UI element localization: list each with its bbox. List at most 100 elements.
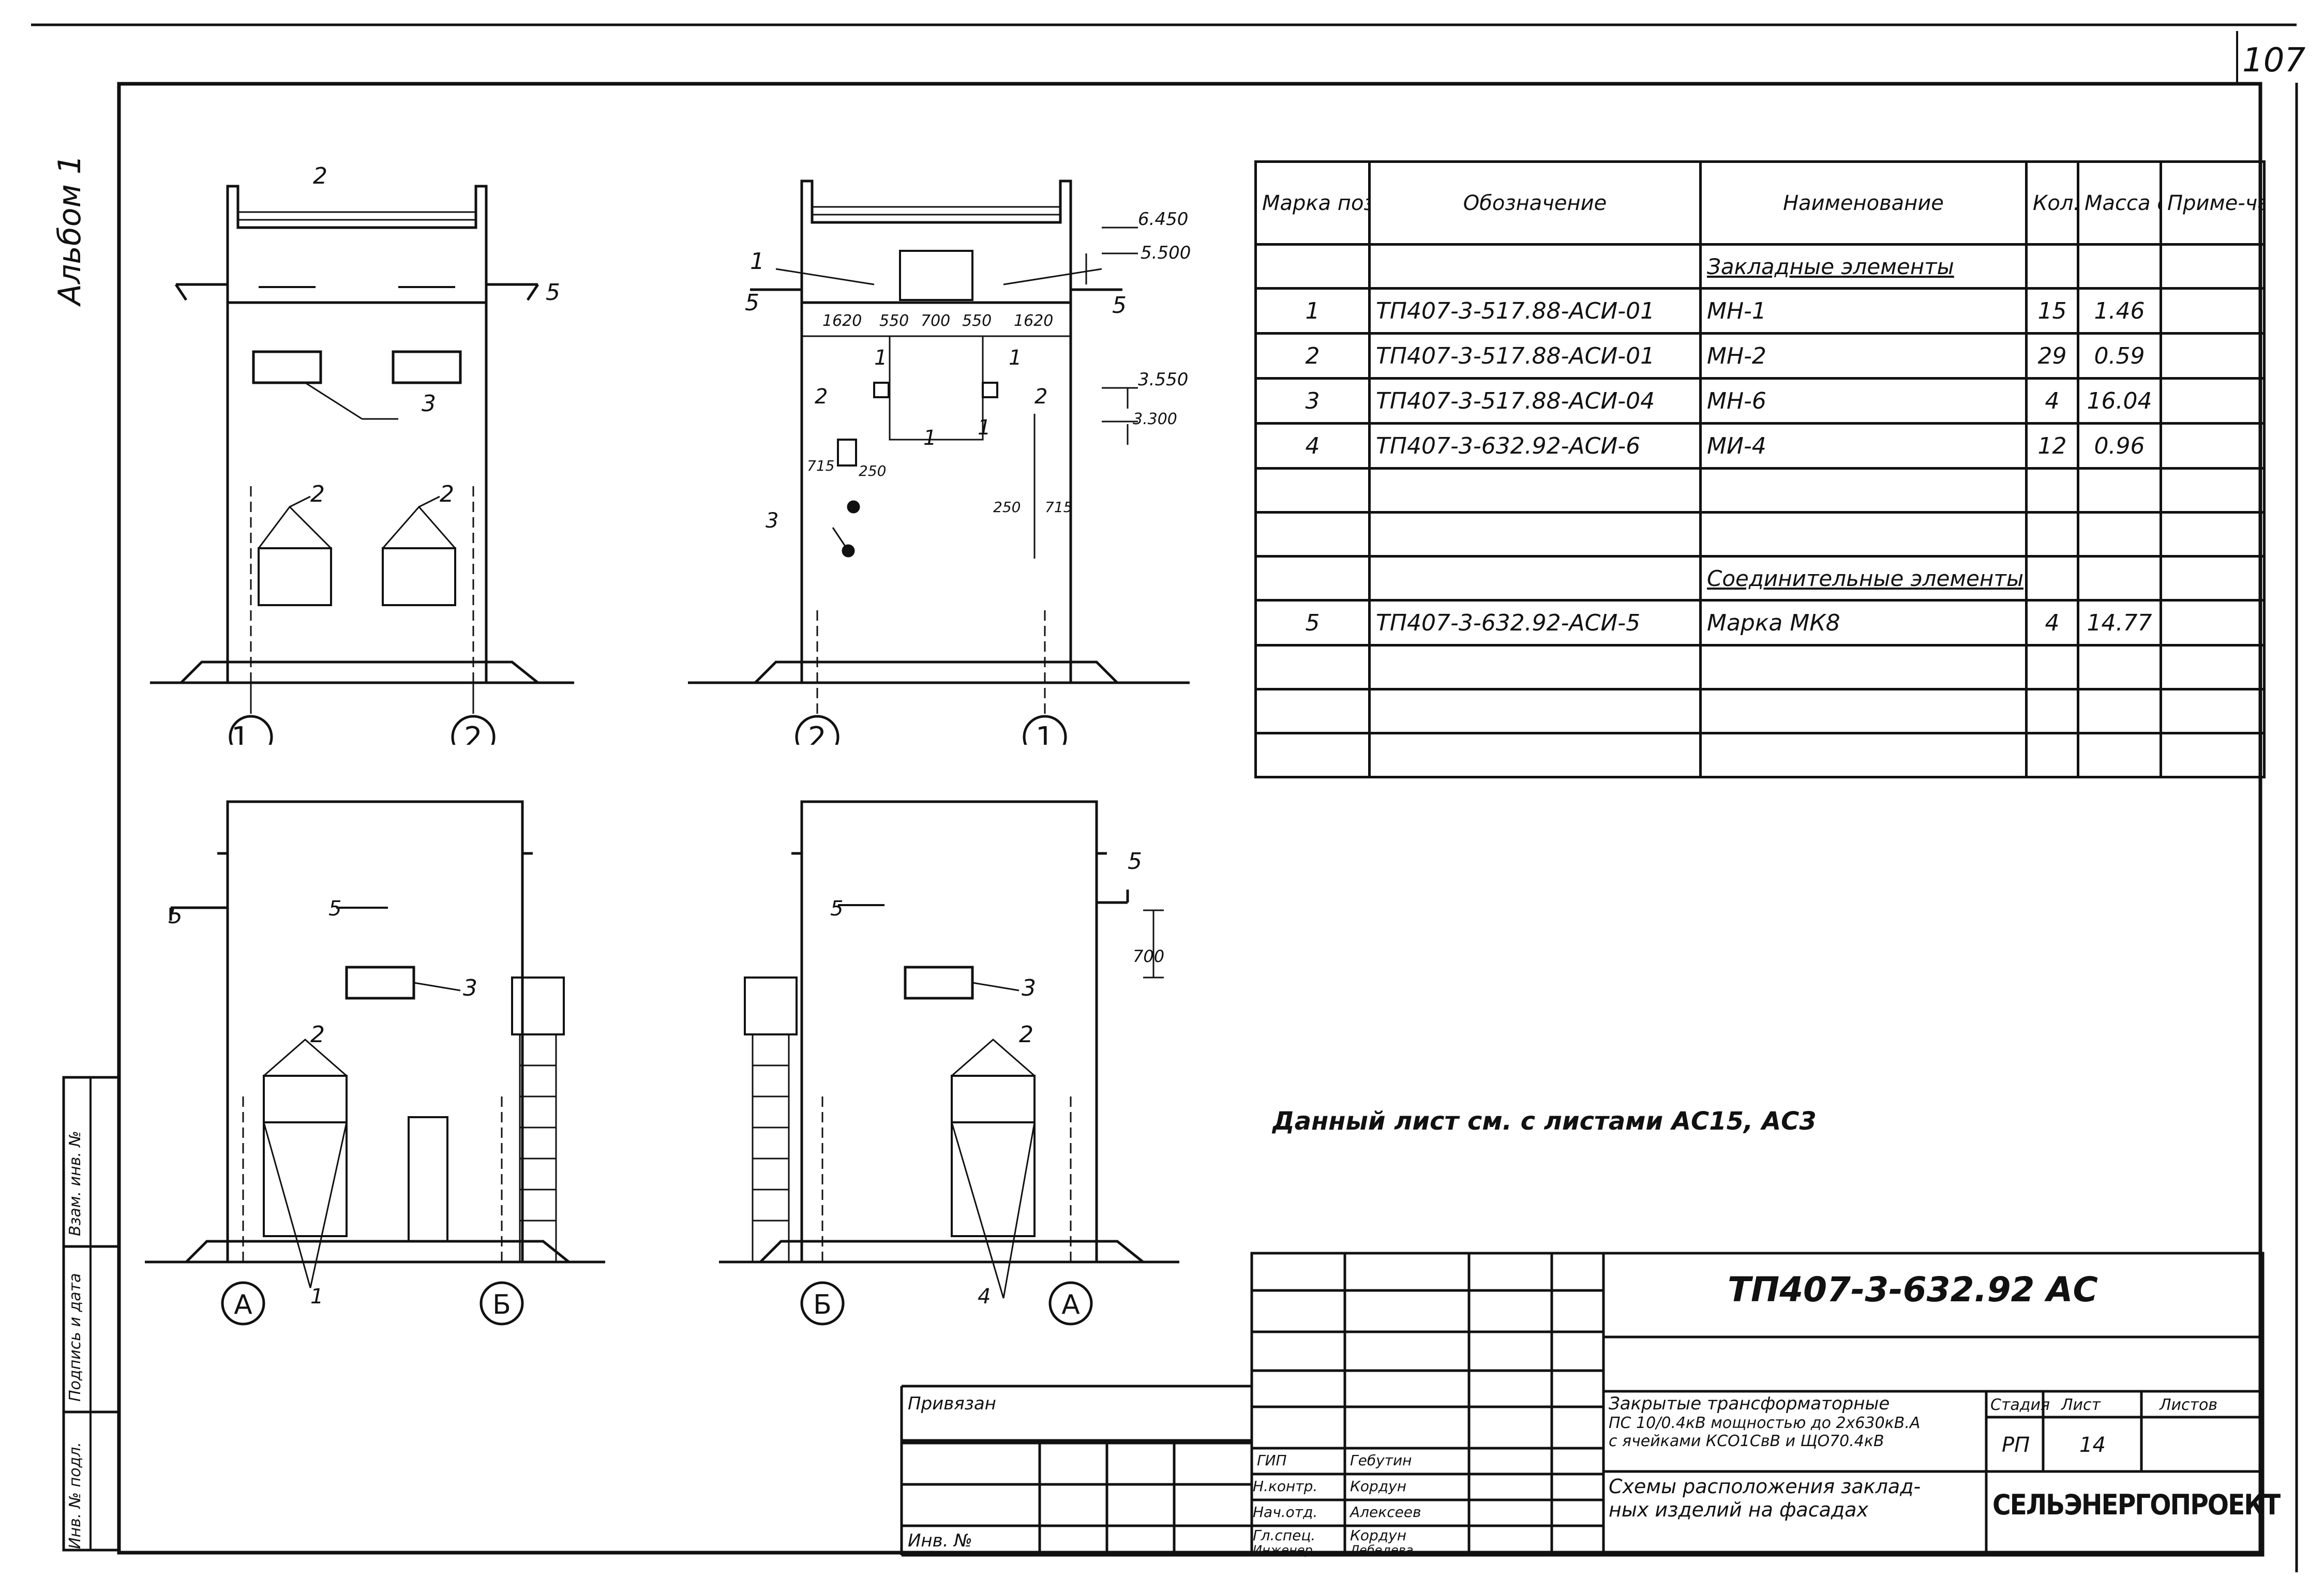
label-pos-1: 1 (310, 1285, 323, 1309)
group-title-connecting: Соединительные элементы (1699, 555, 2028, 602)
sheets-label: Листов (2160, 1396, 2218, 1414)
header-pos: Марка поз. (1254, 160, 1371, 246)
table-row: 3 ТП407-3-517.88-АСИ-04 МН-6 4 16.04 (1254, 377, 2266, 425)
role-nkontr: Н.контр. (1253, 1478, 1318, 1495)
axis-A: А (234, 1289, 252, 1320)
dim-700: 700 (921, 312, 950, 330)
cell-mass: 1.46 (2077, 287, 2162, 335)
dim-700: 700 (1133, 946, 1164, 966)
label-pos-5b: 5 (1112, 292, 1127, 319)
cell-name: МН-6 (1699, 377, 2028, 425)
title-block-grid (900, 1252, 2265, 1557)
cell-pos: 1 (1254, 287, 1371, 335)
cell-pos: 4 (1254, 422, 1371, 470)
elevation-B-A: Б А 5 5 3 2 4 700 (719, 800, 1179, 1326)
dim-6450: 6.450 (1138, 209, 1188, 230)
role-glspec: Гл.спец. (1253, 1527, 1316, 1544)
sheet-note: Данный лист см. с листами АС15, АС3 (1272, 1107, 1817, 1136)
dim-715a: 715 (807, 457, 834, 474)
label-pos-2: 2 (1019, 1021, 1033, 1048)
label-pos-1c: 1 (1009, 346, 1022, 370)
label-pos-2a: 2 (310, 481, 325, 507)
label-pos-3: 3 (463, 975, 477, 1001)
group-title-embedded: Закладные элементы (1699, 243, 2028, 290)
dim-550b: 550 (962, 312, 992, 330)
cell-name: Марка МК8 (1699, 599, 2028, 647)
cell-note (2160, 599, 2266, 647)
axis-2b: 2 (808, 721, 827, 745)
organization-name: СЕЛЬЭНЕРГОПРОЕКТ (1992, 1489, 2281, 1521)
table-row (1254, 688, 2266, 734)
stage-value: РП (2002, 1433, 2030, 1457)
cell-code: ТП407-3-632.92-АСИ-6 (1368, 422, 1702, 470)
cell-qty: 29 (2025, 332, 2079, 380)
axis-A2: А (1061, 1289, 1080, 1320)
table-row (1254, 511, 2266, 558)
header-qty: Кол. (2025, 160, 2079, 246)
label-pos-5b: 5 (830, 897, 843, 921)
margin-label-inv: Инв. № подл. (66, 1442, 84, 1549)
role-gip: ГИП (1257, 1452, 1287, 1469)
axis-B2: Б (813, 1289, 832, 1320)
cell-note (2160, 422, 2266, 470)
cell-note (2160, 377, 2266, 425)
table-row: Соединительные элементы (1254, 555, 2266, 602)
cell-mass: 0.59 (2077, 332, 2162, 380)
table-row: Закладные элементы (1254, 243, 2266, 290)
doc-code: ТП407-3-632.92 АС (1728, 1270, 2098, 1310)
label-pos-5a: 5 (168, 903, 183, 929)
header-mass: Масса ед. кг (2077, 160, 2162, 246)
cell-name: МИ-4 (1699, 422, 2028, 470)
cell-code: ТП407-3-632.92-АСИ-5 (1368, 599, 1702, 647)
table-row: 5 ТП407-3-632.92-АСИ-5 Марка МК8 4 14.77 (1254, 599, 2266, 647)
dim-715b: 715 (1045, 499, 1072, 516)
project-title-line2: ПС 10/0.4кВ мощностью до 2х630кВ.А (1609, 1414, 1921, 1432)
label-pos-5a: 5 (745, 290, 759, 316)
cell-code: ТП407-3-517.88-АСИ-01 (1368, 332, 1702, 380)
table-row: 1 ТП407-3-517.88-АСИ-01 МН-1 15 1.46 (1254, 287, 2266, 335)
cell-mass: 14.77 (2077, 599, 2162, 647)
sheet-label: Лист (2061, 1396, 2101, 1414)
album-label: Альбом 1 (52, 155, 88, 305)
cell-qty: 4 (2025, 377, 2079, 425)
axis-2: 2 (464, 721, 483, 745)
label-pos-5b: 5 (328, 897, 341, 921)
label-pos-1d: 1 (923, 426, 936, 450)
sheet-title-line1: Схемы расположения заклад- (1609, 1475, 1921, 1498)
dim-550a: 550 (879, 312, 909, 330)
table-row: 2 ТП407-3-517.88-АСИ-01 МН-2 29 0.59 (1254, 332, 2266, 380)
name-glspec: Кордун (1350, 1527, 1407, 1544)
elevation-2-1: 2 1 6.450 5.500 3.550 3.300 1620 550 700… (688, 179, 1191, 745)
elevation-A-B: А Б 5 5 3 2 1 (145, 800, 605, 1326)
cell-code: ТП407-3-517.88-АСИ-04 (1368, 377, 1702, 425)
cell-pos: 5 (1254, 599, 1371, 647)
name-nachotd: Алексеев (1350, 1504, 1421, 1521)
label-pos-1a: 1 (750, 248, 764, 275)
cell-note (2160, 287, 2266, 335)
label-pos-3: 3 (1022, 975, 1036, 1001)
table-row (1254, 644, 2266, 690)
label-pos-2-top: 2 (313, 166, 327, 189)
spec-table: Марка поз. Обозначение Наименование Кол.… (1254, 160, 2266, 778)
dim-250b: 250 (993, 499, 1021, 516)
stage-label: Стадия (1990, 1396, 2050, 1414)
name-gip: Гебутин (1350, 1452, 1412, 1469)
role-nachotd: Нач.отд. (1253, 1504, 1318, 1521)
label-pos-3: 3 (422, 390, 436, 417)
label-pos-4: 4 (978, 1285, 991, 1309)
cell-pos: 2 (1254, 332, 1371, 380)
dim-250a: 250 (859, 462, 886, 479)
elevation-1-2: 1 2 2 5 3 2 2 (150, 166, 574, 745)
header-code: Обозначение (1368, 160, 1702, 246)
cell-mass: 16.04 (2077, 377, 2162, 425)
margin-label-signature: Подпись и дата (66, 1273, 84, 1402)
cell-pos: 3 (1254, 377, 1371, 425)
dim-1620b: 1620 (1014, 312, 1053, 330)
label-pos-5: 5 (546, 279, 560, 306)
cell-name: МН-2 (1699, 332, 2028, 380)
label-pos-2: 2 (310, 1021, 325, 1048)
table-row (1254, 732, 2266, 778)
inv-label: Инв. № (908, 1530, 972, 1551)
label-pos-2b: 2 (1034, 385, 1047, 409)
